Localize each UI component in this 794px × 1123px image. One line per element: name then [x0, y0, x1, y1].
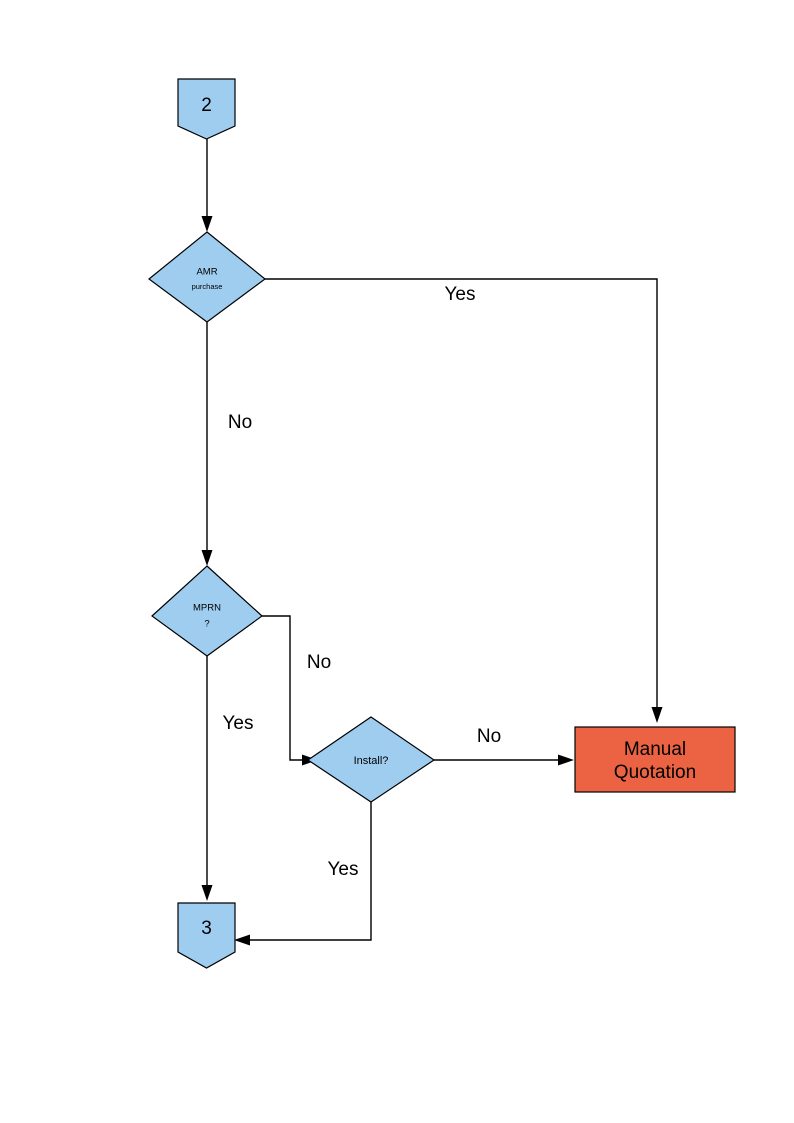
arrow-head-mprn-yes	[201, 885, 213, 901]
connector-out-label: 3	[201, 918, 212, 939]
decision-mprn-label-line2: ?	[204, 619, 209, 630]
edge-line-install-yes	[245, 802, 372, 941]
manual-quotation-label-line2: Quotation	[614, 762, 696, 783]
edge-label-amr-no: No	[228, 412, 252, 433]
decision-install-label: Install?	[354, 755, 389, 767]
arrow-head-to-amr	[201, 216, 213, 232]
connector-out-shape[interactable]	[177, 902, 236, 969]
manual-quotation-shape[interactable]	[574, 726, 736, 793]
edge-mprn-no: No	[262, 615, 331, 766]
edge-mprn-yes: Yes	[201, 656, 254, 901]
edge-install-yes: Yes	[234, 802, 372, 946]
edge-start-to-amr	[201, 139, 213, 232]
decision-install-shape[interactable]	[306, 716, 436, 803]
edge-label-install-yes: Yes	[328, 859, 359, 880]
arrow-head-install-no	[558, 754, 574, 766]
edge-amr-no: No	[201, 322, 252, 566]
decision-amr-label-line2: purchase	[192, 282, 223, 291]
edge-line-amr-yes	[265, 278, 658, 712]
edge-label-mprn-yes: Yes	[223, 713, 254, 734]
node-decision-mprn[interactable]: MPRN ?	[151, 565, 263, 657]
manual-quotation-label-line1: Manual	[624, 739, 686, 760]
decision-mprn-shape[interactable]	[151, 565, 263, 657]
edge-label-mprn-no: No	[307, 652, 331, 673]
arrow-head-amr-yes	[651, 707, 663, 723]
node-manual-quotation[interactable]: Manual Quotation	[574, 726, 736, 793]
node-decision-install[interactable]: Install?	[306, 716, 436, 803]
decision-mprn-label-line1: MPRN	[193, 603, 221, 614]
edge-install-no: No	[434, 726, 574, 766]
edge-label-amr-yes: Yes	[445, 284, 476, 305]
node-connector-out[interactable]: 3	[177, 902, 236, 969]
connector-in-label: 2	[201, 95, 212, 116]
edge-amr-yes: Yes	[265, 278, 663, 723]
node-connector-in[interactable]: 2	[177, 78, 236, 140]
edge-label-install-no: No	[477, 726, 501, 747]
decision-amr-shape[interactable]	[148, 231, 266, 323]
decision-amr-label-line1: AMR	[196, 267, 217, 278]
connector-in-shape[interactable]	[177, 78, 236, 140]
node-decision-amr[interactable]: AMR purchase	[148, 231, 266, 323]
edge-line-mprn-no	[262, 615, 308, 761]
arrow-head-install-yes	[234, 934, 250, 946]
arrow-head-amr-no	[201, 550, 213, 566]
